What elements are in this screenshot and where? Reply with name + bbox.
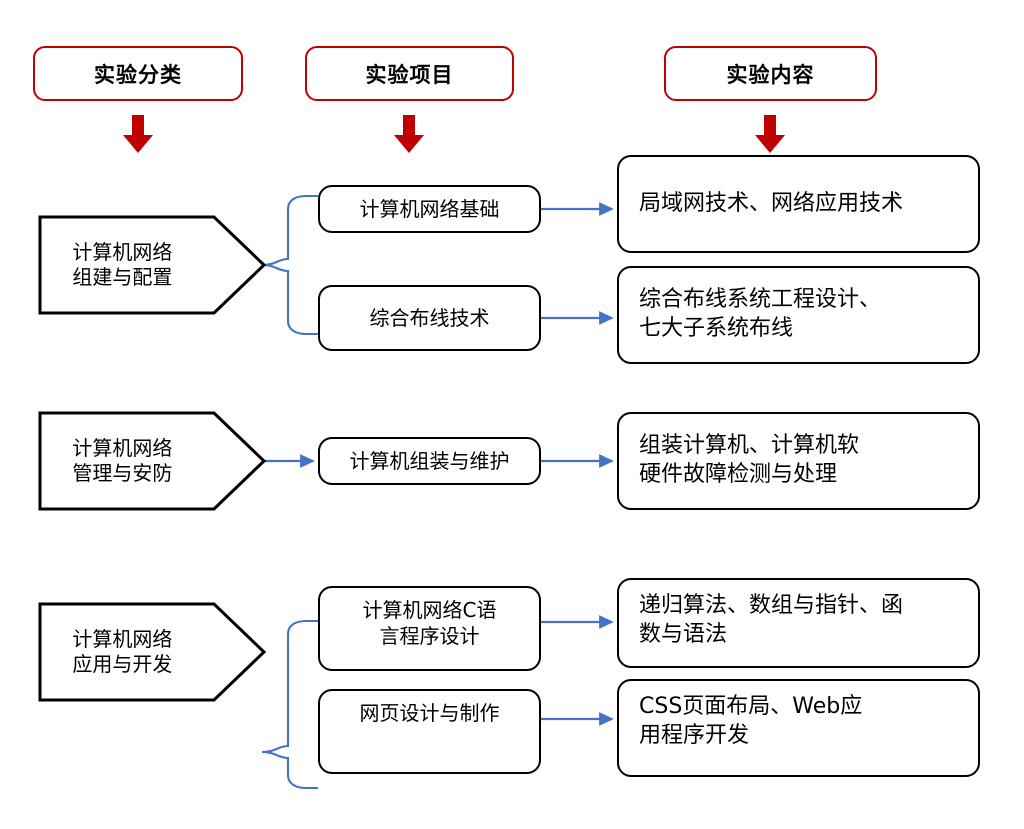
content-node-g3-2-line-1: CSS页面布局、Web应 xyxy=(639,694,863,719)
content-node-g2-1[interactable]: 组装计算机、计算机软 硬件故障检测与处理 xyxy=(617,412,980,510)
project-node-g1-2[interactable]: 综合布线技术 xyxy=(318,285,541,351)
header-pill-project-label: 实验项目 xyxy=(365,62,454,87)
category-shape-network-app: 计算机网络 应用与开发 xyxy=(38,602,266,702)
project-node-g2-1[interactable]: 计算机组装与维护 xyxy=(318,437,541,485)
category-line-2: 应用与开发 xyxy=(72,652,173,676)
category-line-1: 计算机网络 xyxy=(72,239,173,264)
category-line-2: 管理与安防 xyxy=(72,461,173,485)
project-node-g1-1[interactable]: 计算机网络基础 xyxy=(318,185,541,233)
content-node-g3-1[interactable]: 递归算法、数组与指针、函 数与语法 xyxy=(617,578,980,668)
down-arrow-category-icon xyxy=(123,115,153,153)
content-node-g1-2-line-1: 综合布线系统工程设计、 xyxy=(639,287,882,313)
header-pill-category-label: 实验分类 xyxy=(94,62,182,87)
project-node-g1-1-line-1: 计算机网络基础 xyxy=(359,197,500,221)
project-node-g3-2[interactable]: 网页设计与制作 xyxy=(318,689,541,774)
down-arrow-project-icon xyxy=(394,115,424,153)
brace-group3 xyxy=(261,619,318,754)
category-shape-network-manage: 计算机网络 管理与安防 xyxy=(38,411,266,511)
content-node-g3-1-line-2: 数与语法 xyxy=(639,621,728,647)
brace-group1-lower xyxy=(261,263,318,336)
project-node-g3-1-line-1: 计算机网络C语 xyxy=(362,598,497,622)
category-line-1: 计算机网络 xyxy=(72,626,173,651)
content-node-g1-2[interactable]: 综合布线系统工程设计、 七大子系统布线 xyxy=(617,266,980,364)
content-node-g2-1-line-2: 硬件故障检测与处理 xyxy=(639,462,838,487)
content-node-g1-2-line-2: 七大子系统布线 xyxy=(639,316,794,341)
header-pill-category: 实验分类 xyxy=(33,46,243,101)
down-arrow-content-icon xyxy=(755,115,785,153)
content-node-g3-1-line-1: 递归算法、数组与指针、函 xyxy=(639,593,904,618)
category-label-network-app: 计算机网络 应用与开发 xyxy=(38,602,207,702)
project-node-g1-2-line-1: 综合布线技术 xyxy=(369,306,490,330)
header-pill-content-label: 实验内容 xyxy=(726,62,815,87)
project-node-g3-2-line-1: 网页设计与制作 xyxy=(359,701,500,725)
project-node-g3-1[interactable]: 计算机网络C语 言程序设计 xyxy=(318,586,541,671)
category-shape-network-build: 计算机网络 组建与配置 xyxy=(38,215,266,315)
header-pill-content: 实验内容 xyxy=(664,46,877,101)
content-node-g3-2-line-2: 用程序开发 xyxy=(639,722,750,748)
category-line-2: 组建与配置 xyxy=(72,265,173,289)
content-node-g3-2[interactable]: CSS页面布局、Web应 用程序开发 xyxy=(617,679,980,777)
project-node-g3-1-line-2: 言程序设计 xyxy=(379,624,480,648)
category-label-network-manage: 计算机网络 管理与安防 xyxy=(38,411,207,511)
content-node-g2-1-line-1: 组装计算机、计算机软 xyxy=(639,433,860,459)
brace-group3-lower xyxy=(261,750,318,790)
category-line-1: 计算机网络 xyxy=(72,435,173,460)
project-node-g2-1-line-1: 计算机组装与维护 xyxy=(349,449,510,473)
header-pill-project: 实验项目 xyxy=(305,46,514,101)
content-node-g1-1-line-1: 局域网技术、网络应用技术 xyxy=(639,190,904,216)
category-label-network-build: 计算机网络 组建与配置 xyxy=(38,215,207,315)
brace-group1 xyxy=(261,194,318,267)
content-node-g1-1[interactable]: 局域网技术、网络应用技术 xyxy=(617,155,980,253)
